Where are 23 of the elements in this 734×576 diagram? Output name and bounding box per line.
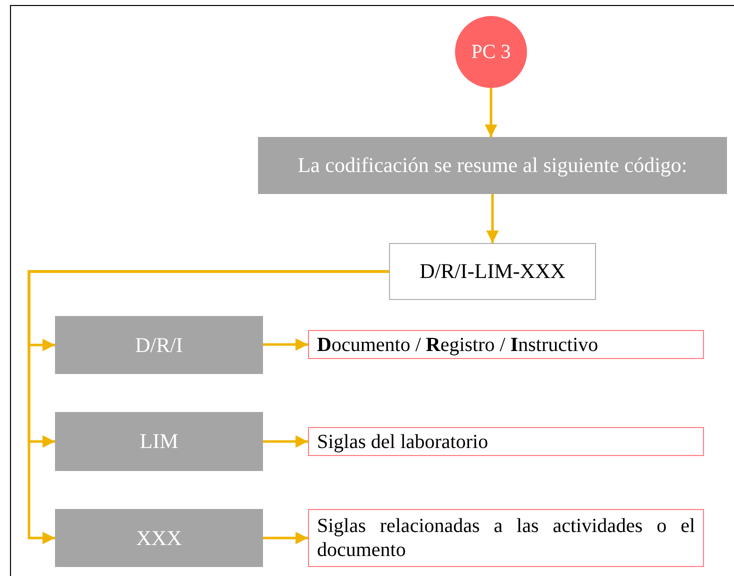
node-text: D/R/I-LIM-XXX bbox=[420, 259, 566, 284]
label-box bbox=[55, 509, 263, 567]
node-text: Siglas relacionadas a las actividades o el documento bbox=[317, 514, 695, 562]
code-box bbox=[389, 243, 596, 300]
node-text: LIM bbox=[140, 429, 178, 454]
description-box bbox=[308, 427, 704, 456]
label-box bbox=[55, 412, 263, 471]
label-box bbox=[55, 316, 263, 374]
node-text: D/R/I bbox=[135, 332, 183, 358]
arrow bbox=[28, 270, 389, 544]
node-text: XXX bbox=[136, 526, 182, 550]
description-box bbox=[308, 509, 704, 567]
label-box bbox=[258, 137, 727, 194]
node-text: Documento / Registro / Instructivo bbox=[317, 332, 600, 356]
arrow bbox=[263, 338, 308, 351]
arrow bbox=[263, 532, 308, 544]
arrow bbox=[484, 88, 498, 137]
arrow bbox=[263, 435, 308, 448]
node-text: La codificación se resume al siguiente código: bbox=[298, 153, 688, 178]
arrow bbox=[486, 194, 499, 243]
node-text: PC 3 bbox=[471, 40, 511, 64]
description-box bbox=[308, 330, 704, 359]
node-text: Siglas del laboratorio bbox=[317, 430, 490, 454]
